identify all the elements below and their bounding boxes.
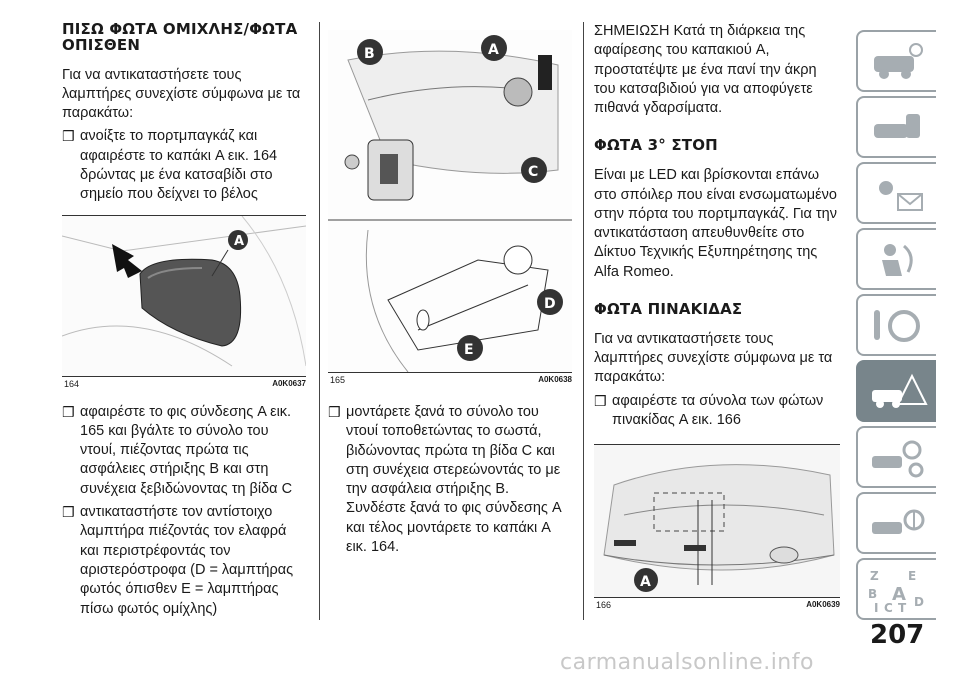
tab-dashboard[interactable] <box>856 30 936 92</box>
car-dashboard-icon <box>874 43 923 79</box>
figure-caption: 166 A0K0639 <box>594 597 840 610</box>
figure-165: B A C D E 165 A0K0638 <box>328 30 572 385</box>
watermark: carmanualsonline.info <box>560 650 814 675</box>
bullet-text: αφαιρέστε τα σύνολα των φώτων πινακίδας … <box>612 392 824 428</box>
callout-c: C <box>521 157 547 183</box>
technical-data-icon <box>872 509 925 534</box>
figure-166: A 166 A0K0639 <box>594 444 840 610</box>
figure-callout-label: B <box>364 46 375 62</box>
callout-b: B <box>357 39 383 65</box>
index-letters-icon: Z E B A I C T D <box>868 569 924 614</box>
callout-a: A <box>481 35 507 61</box>
column-2: B A C D E 165 A0K0638 ❒μοντάρετε ξανά <box>328 30 572 557</box>
tab-warning-lights[interactable] <box>856 162 936 224</box>
index-letter: A <box>892 584 906 605</box>
index-letter: D <box>914 595 924 609</box>
tab-driving[interactable] <box>856 294 936 356</box>
bullet-item: ❒ ανοίξτε το πορτμπαγκάζ και αφαιρέστε το… <box>62 127 306 204</box>
figure-165-illustration: B A C D E <box>328 30 572 372</box>
bullet-text: αφαιρέστε το φις σύνδεσης A εικ. 165 και… <box>80 403 293 497</box>
airbag-seat-icon <box>882 244 913 276</box>
figure-166-illustration: A <box>594 445 840 598</box>
bullet-box-icon: ❒ <box>62 128 75 145</box>
figure-code: A0K0637 <box>272 378 306 388</box>
figure-164: A 164 A0K0637 <box>62 214 306 389</box>
column-divider-1 <box>319 22 320 620</box>
bullet-box-icon: ❒ <box>594 392 607 409</box>
bullet-box-icon: ❒ <box>328 404 341 420</box>
figure-number: 166 <box>596 600 612 611</box>
note-paragraph: ΣΗΜΕΙΩΣΗ Κατά τη διάρκεια της αφαίρεσης … <box>594 23 817 117</box>
warning-light-icon <box>879 181 923 211</box>
tab-airbag[interactable] <box>856 228 936 290</box>
callout-e: E <box>457 335 483 361</box>
figure-callout-label: A <box>488 42 499 58</box>
service-gears-icon <box>872 440 924 478</box>
figure-code: A0K0639 <box>806 600 840 610</box>
intro-paragraph: Για να αντικαταστήσετε τους λαμπτήρες συ… <box>62 66 301 122</box>
breakdown-car-icon <box>872 373 928 408</box>
figure-callout-label: E <box>464 342 474 358</box>
figure-caption: 165 A0K0638 <box>328 372 572 385</box>
tab-index[interactable]: Z E B A I C T D <box>856 558 936 620</box>
section-heading-rear-fog-lights: ΠΙΣΩ ΦΩΤΑ ΟΜΙΧΛΗΣ/ΦΩΤΑ ΟΠΙΣΘΕΝ <box>62 20 298 54</box>
page-number: 207 <box>870 620 925 650</box>
index-letter: I <box>874 601 878 614</box>
figure-caption: 164 A0K0637 <box>62 375 306 389</box>
index-letter: B <box>868 587 877 601</box>
index-letter: Z <box>870 569 879 583</box>
figure-164-illustration: A <box>62 215 306 376</box>
bullet-item: ❒ αφαιρέστε τα σύνολα των φώτων πινακίδας… <box>594 392 840 431</box>
tab-technical-data[interactable] <box>856 492 936 554</box>
bullet-text: μοντάρετε ξανά το σύνολο του ντουί τοποθ… <box>346 404 561 556</box>
figure-callout-label: C <box>528 164 538 180</box>
bullet-box-icon: ❒ <box>62 403 75 420</box>
bullet-text: ανοίξτε το πορτμπαγκάζ και αφαιρέστε το … <box>80 128 278 203</box>
tab-maintenance[interactable] <box>856 426 936 488</box>
figure-number: 164 <box>64 378 80 389</box>
bullet-box-icon: ❒ <box>62 504 75 521</box>
steering-wheel-icon <box>874 310 920 342</box>
figure-code: A0K0638 <box>538 375 572 384</box>
bullet-text: αντικαταστήστε τον αντίστοιχο λαμπτήρα π… <box>80 504 294 617</box>
index-letter: E <box>908 569 916 583</box>
figure-number: 165 <box>330 375 346 385</box>
tab-emergencies[interactable] <box>856 360 936 422</box>
bullet-item: ❒ αντικαταστήστε τον αντίστοιχο λαμπτήρα … <box>62 503 306 619</box>
column-divider-2 <box>583 22 584 620</box>
tab-safety[interactable] <box>856 96 936 158</box>
figure-callout-label: D <box>544 296 556 312</box>
callout-d: D <box>537 289 563 315</box>
figure-callout-label: A <box>640 574 651 590</box>
car-key-icon <box>874 114 920 138</box>
column-1: ΠΙΣΩ ΦΩΤΑ ΟΜΙΧΛΗΣ/ΦΩΤΑ ΟΠΙΣΘΕΝ Για να αν… <box>62 20 306 619</box>
bullet-item: ❒ μοντάρετε ξανά το σύνολο του ντουί τοπο… <box>328 403 572 557</box>
callout-a: A <box>634 568 658 593</box>
index-letter: T <box>898 601 907 614</box>
section-heading-third-stop: ΦΩΤΑ 3° ΣΤΟΠ <box>594 136 718 155</box>
figure-callout-label: A <box>234 234 244 249</box>
third-stop-paragraph: Είναι με LED και βρίσκονται επάνω στο σπ… <box>594 167 837 280</box>
bullet-item: ❒ αφαιρέστε το φις σύνδεσης A εικ. 165 κα… <box>62 403 306 499</box>
column-3: ΣΗΜΕΙΩΣΗ Κατά τη διάρκεια της αφαίρεσης … <box>594 22 840 610</box>
index-letter: C <box>884 601 893 614</box>
plate-intro-paragraph: Για να αντικαταστήσετε τους λαμπτήρες συ… <box>594 330 833 386</box>
section-heading-plate-lights: ΦΩΤΑ ΠΙΝΑΚΙΔΑΣ <box>594 300 743 319</box>
